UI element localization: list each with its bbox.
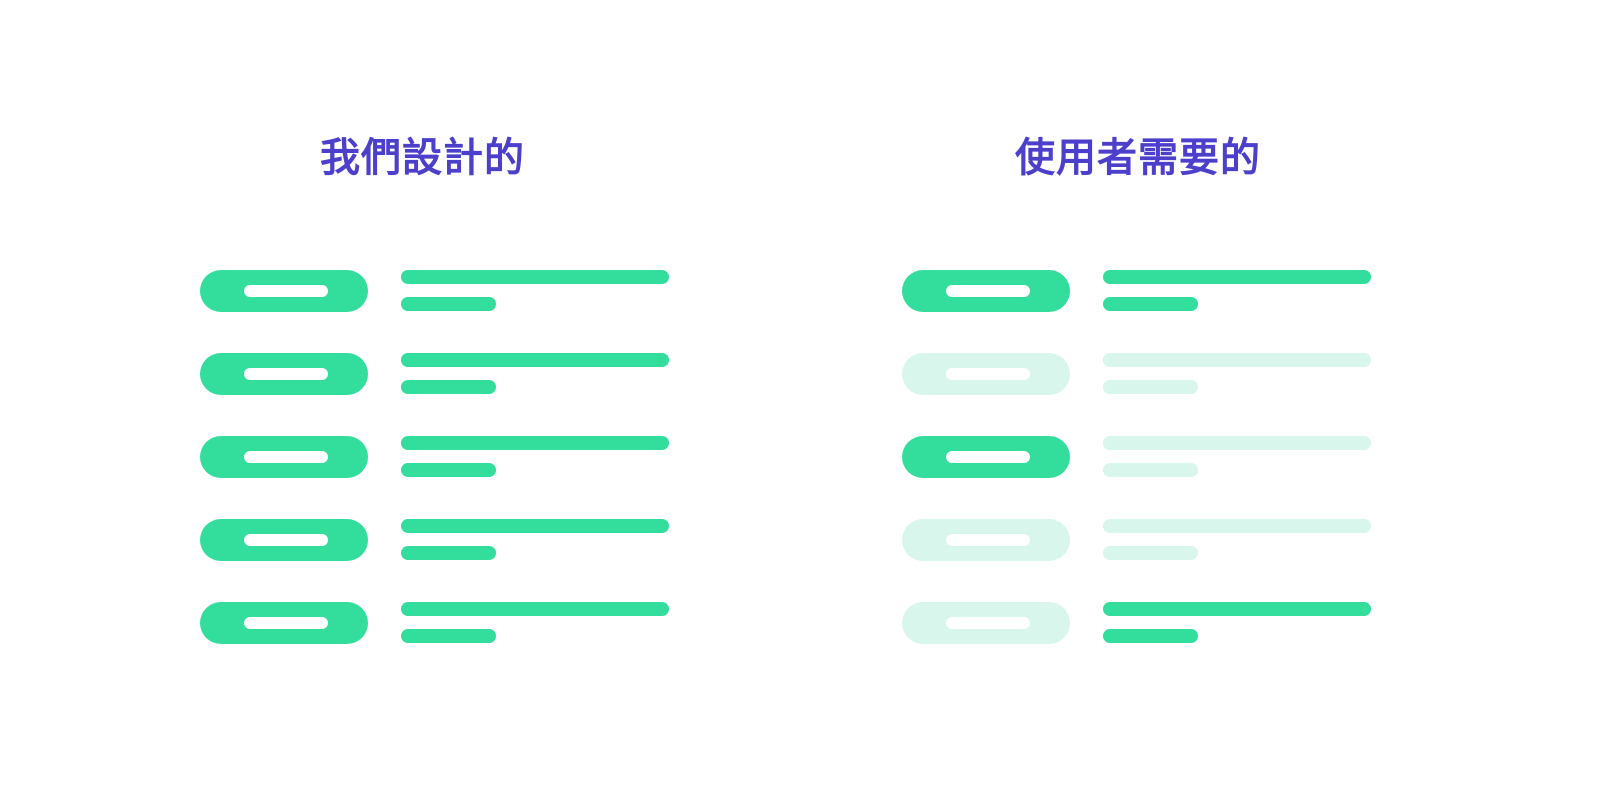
- skeleton-row[interactable]: [862, 519, 1422, 561]
- line-placeholder-long: [1103, 270, 1371, 284]
- column-designed: 我們設計的: [160, 0, 720, 800]
- pill-placeholder[interactable]: [200, 602, 368, 644]
- line-group: [401, 519, 701, 561]
- line-placeholder-long: [401, 353, 669, 367]
- line-group: [401, 602, 701, 644]
- line-placeholder-short: [401, 463, 496, 477]
- pill-placeholder[interactable]: [902, 436, 1070, 478]
- line-placeholder-short: [401, 546, 496, 560]
- line-group: [401, 270, 701, 312]
- pill-placeholder[interactable]: [902, 519, 1070, 561]
- pill-inner-bar: [946, 451, 1030, 463]
- pill-inner-bar: [946, 534, 1030, 546]
- line-placeholder-long: [401, 270, 669, 284]
- line-placeholder-short: [401, 297, 496, 311]
- line-placeholder-short: [1103, 380, 1198, 394]
- pill-inner-bar: [244, 451, 328, 463]
- line-placeholder-short: [401, 629, 496, 643]
- skeleton-row[interactable]: [862, 270, 1422, 312]
- pill-inner-bar: [244, 368, 328, 380]
- pill-inner-bar: [244, 285, 328, 297]
- skeleton-row[interactable]: [160, 353, 720, 395]
- skeleton-row[interactable]: [160, 270, 720, 312]
- skeleton-row[interactable]: [160, 519, 720, 561]
- column-title-needed: 使用者需要的: [1015, 136, 1261, 180]
- pill-placeholder[interactable]: [200, 436, 368, 478]
- line-placeholder-short: [1103, 629, 1198, 643]
- line-group: [1103, 270, 1403, 312]
- skeleton-row[interactable]: [862, 436, 1422, 478]
- pill-placeholder[interactable]: [902, 602, 1070, 644]
- pill-inner-bar: [244, 534, 328, 546]
- pill-inner-bar: [946, 285, 1030, 297]
- skeleton-row[interactable]: [160, 436, 720, 478]
- line-placeholder-long: [401, 436, 669, 450]
- line-placeholder-long: [1103, 519, 1371, 533]
- pill-placeholder[interactable]: [200, 270, 368, 312]
- line-placeholder-short: [1103, 546, 1198, 560]
- pill-inner-bar: [946, 368, 1030, 380]
- column-needed: 使用者需要的: [862, 0, 1422, 800]
- line-group: [401, 436, 701, 478]
- line-placeholder-long: [1103, 602, 1371, 616]
- skeleton-list-needed: [862, 270, 1422, 644]
- line-group: [1103, 519, 1403, 561]
- skeleton-row[interactable]: [862, 353, 1422, 395]
- line-group: [401, 353, 701, 395]
- pill-placeholder[interactable]: [902, 353, 1070, 395]
- pill-inner-bar: [244, 617, 328, 629]
- pill-inner-bar: [946, 617, 1030, 629]
- line-placeholder-long: [401, 602, 669, 616]
- line-placeholder-short: [1103, 463, 1198, 477]
- pill-placeholder[interactable]: [902, 270, 1070, 312]
- line-placeholder-long: [401, 519, 669, 533]
- line-placeholder-short: [401, 380, 496, 394]
- skeleton-list-designed: [160, 270, 720, 644]
- pill-placeholder[interactable]: [200, 519, 368, 561]
- line-placeholder-long: [1103, 353, 1371, 367]
- pill-placeholder[interactable]: [200, 353, 368, 395]
- skeleton-row[interactable]: [862, 602, 1422, 644]
- line-group: [1103, 436, 1403, 478]
- line-group: [1103, 353, 1403, 395]
- line-placeholder-short: [1103, 297, 1198, 311]
- skeleton-row[interactable]: [160, 602, 720, 644]
- line-placeholder-long: [1103, 436, 1371, 450]
- line-group: [1103, 602, 1403, 644]
- column-title-designed: 我們設計的: [320, 136, 525, 180]
